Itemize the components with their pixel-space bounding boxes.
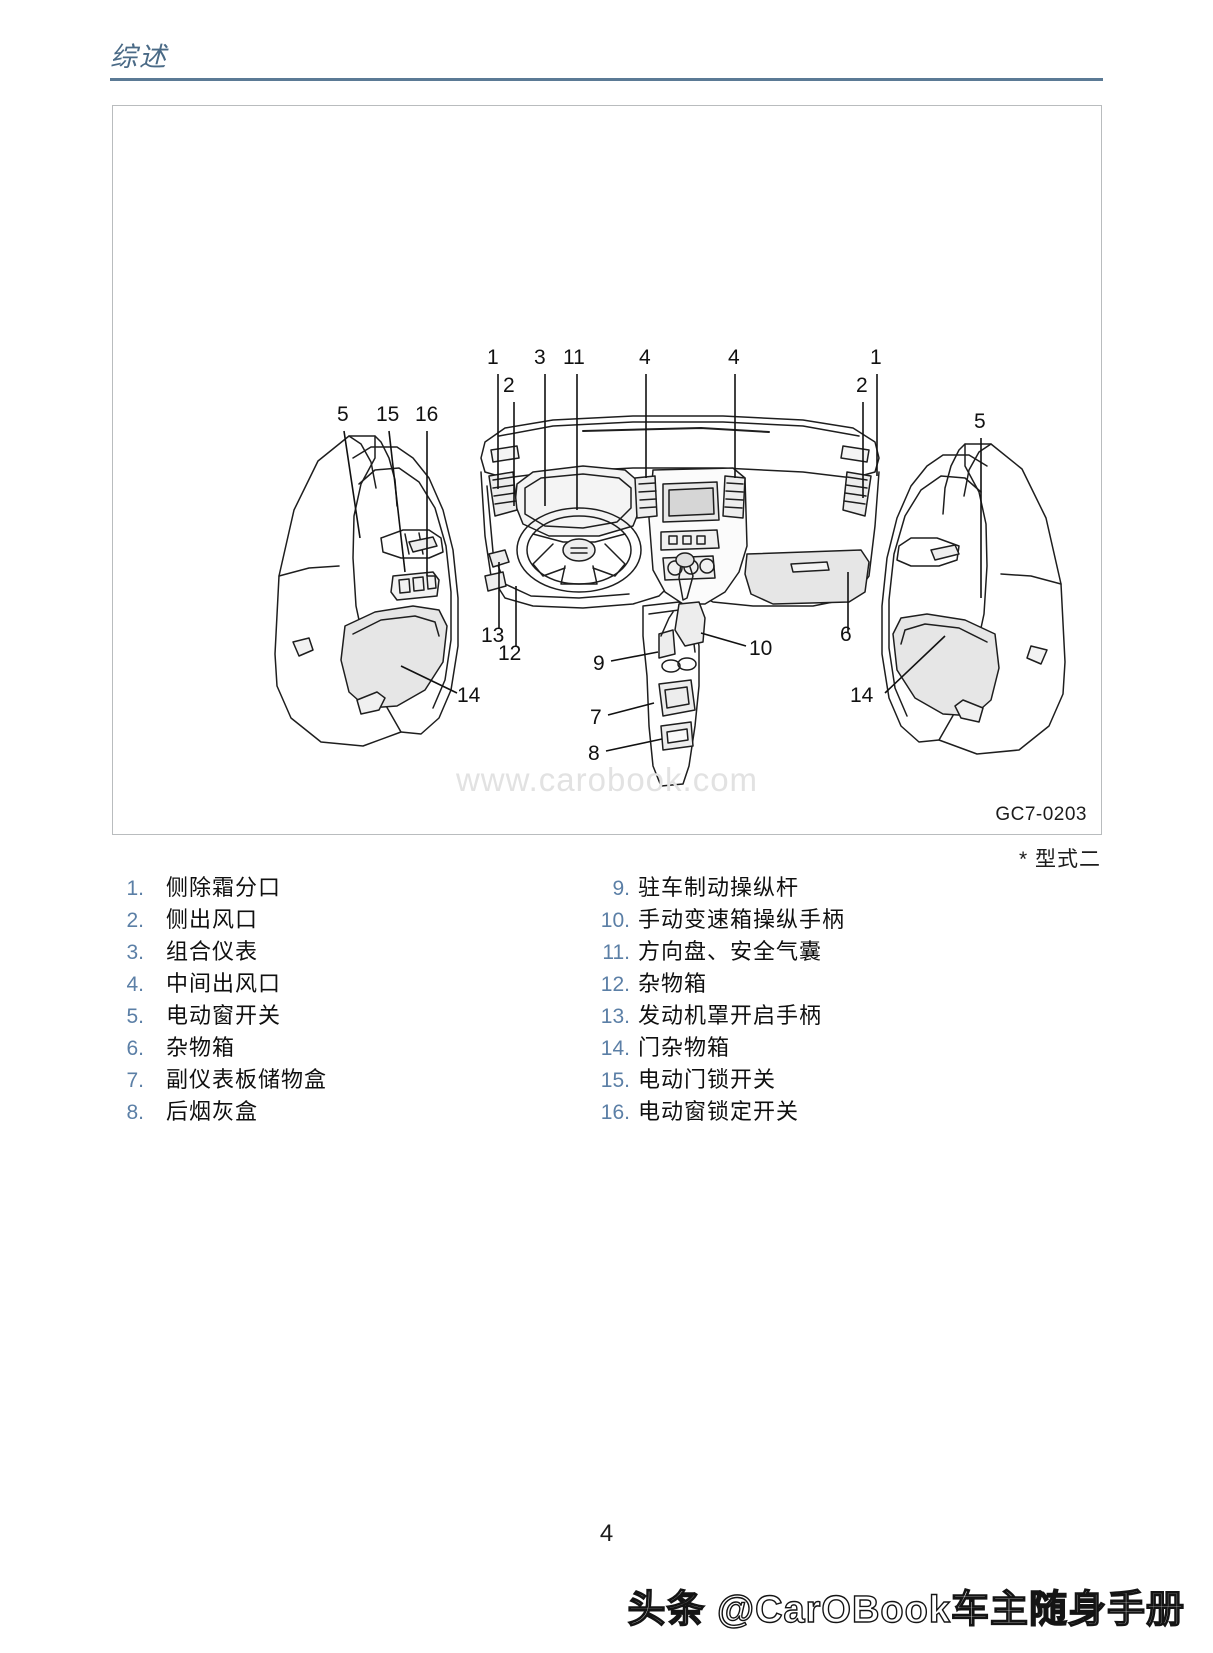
list-item: 12. 杂物箱 bbox=[590, 968, 1070, 1000]
page-header: 综述 bbox=[110, 40, 1103, 81]
list-item: 7. 副仪表板储物盒 bbox=[110, 1064, 590, 1096]
list-item: 1. 侧除霜分口 bbox=[110, 872, 590, 904]
legend-list: 1. 侧除霜分口 2. 侧出风口 3. 组合仪表 4. 中间出风口 5. 电动窗… bbox=[110, 872, 1110, 1128]
callout-leader-lines bbox=[343, 374, 982, 752]
callout-label: 14 bbox=[850, 684, 874, 707]
list-item: 16. 电动窗锁定开关 bbox=[590, 1096, 1070, 1128]
legend-number: 6. bbox=[126, 1037, 144, 1060]
list-item: 6. 杂物箱 bbox=[110, 1032, 590, 1064]
callout-label: 3 bbox=[534, 346, 546, 369]
legend-label: 驻车制动操纵杆 bbox=[638, 875, 800, 900]
legend-label: 电动门锁开关 bbox=[638, 1067, 777, 1092]
legend-label: 手动变速箱操纵手柄 bbox=[638, 907, 846, 932]
callout-label: 9 bbox=[593, 652, 605, 675]
legend-label: 后烟灰盒 bbox=[166, 1099, 259, 1124]
list-item: 2. 侧出风口 bbox=[110, 904, 590, 936]
legend-column-right: 9. 驻车制动操纵杆 10. 手动变速箱操纵手柄 11. 方向盘、安全气囊 12… bbox=[590, 872, 1070, 1128]
list-item: 11. 方向盘、安全气囊 bbox=[590, 936, 1070, 968]
legend-number: 9. bbox=[612, 877, 630, 900]
legend-number: 8. bbox=[126, 1101, 144, 1124]
instrument-panel-illustration bbox=[480, 415, 880, 609]
center-console-illustration bbox=[642, 552, 706, 787]
legend-label: 电动窗锁定开关 bbox=[638, 1099, 800, 1124]
callout-label: 1 bbox=[487, 346, 499, 369]
legend-label: 侧出风口 bbox=[166, 907, 259, 932]
header-divider bbox=[110, 78, 1103, 81]
legend-label: 杂物箱 bbox=[166, 1035, 236, 1060]
callout-label: 11 bbox=[563, 346, 585, 369]
list-item: 3. 组合仪表 bbox=[110, 936, 590, 968]
list-item: 9. 驻车制动操纵杆 bbox=[590, 872, 1070, 904]
legend-column-left: 1. 侧除霜分口 2. 侧出风口 3. 组合仪表 4. 中间出风口 5. 电动窗… bbox=[110, 872, 590, 1128]
list-item: 15. 电动门锁开关 bbox=[590, 1064, 1070, 1096]
left-door-illustration bbox=[274, 435, 459, 747]
legend-number: 5. bbox=[126, 1005, 144, 1028]
legend-number: 1. bbox=[126, 877, 144, 900]
callout-label: 14 bbox=[457, 684, 481, 707]
legend-number: 3. bbox=[126, 941, 144, 964]
legend-number: 2. bbox=[126, 909, 144, 932]
callout-label: 4 bbox=[728, 346, 740, 369]
legend-number: 14. bbox=[600, 1037, 630, 1060]
callout-label: 12 bbox=[498, 642, 522, 665]
legend-label: 电动窗开关 bbox=[166, 1003, 282, 1028]
callout-label: 7 bbox=[590, 706, 602, 729]
legend-label: 方向盘、安全气囊 bbox=[638, 939, 823, 964]
callout-label: 4 bbox=[639, 346, 651, 369]
callout-label: 5 bbox=[337, 403, 349, 426]
variant-note: * 型式二 bbox=[1018, 848, 1101, 871]
legend-label: 组合仪表 bbox=[166, 939, 259, 964]
callout-label: 15 bbox=[376, 403, 400, 426]
legend-number: 16. bbox=[600, 1101, 630, 1124]
page-number: 4 bbox=[599, 1520, 614, 1547]
right-door-illustration bbox=[881, 443, 1066, 755]
list-item: 4. 中间出风口 bbox=[110, 968, 590, 1000]
figure-code: GC7-0203 bbox=[995, 804, 1087, 825]
legend-number: 13. bbox=[600, 1005, 630, 1028]
legend-label: 中间出风口 bbox=[166, 971, 282, 996]
legend-number: 10. bbox=[600, 909, 630, 932]
list-item: 10. 手动变速箱操纵手柄 bbox=[590, 904, 1070, 936]
callout-label: 2 bbox=[503, 374, 515, 397]
page-title: 综述 bbox=[110, 42, 168, 72]
footer-brand: 头条 @CarOBook车主随身手册 bbox=[627, 1588, 1185, 1631]
legend-number: 12. bbox=[600, 973, 630, 996]
legend-label: 发动机罩开启手柄 bbox=[638, 1003, 823, 1028]
legend-number: 7. bbox=[126, 1069, 144, 1092]
callout-label: 8 bbox=[588, 742, 600, 765]
list-item: 13. 发动机罩开启手柄 bbox=[590, 1000, 1070, 1032]
callout-label: 16 bbox=[415, 403, 439, 426]
dashboard-diagram bbox=[113, 106, 1101, 834]
callout-label: 13 bbox=[481, 624, 505, 647]
callout-label: 5 bbox=[974, 410, 986, 433]
legend-number: 15. bbox=[600, 1069, 630, 1092]
legend-label: 侧除霜分口 bbox=[166, 875, 282, 900]
legend-label: 门杂物箱 bbox=[638, 1035, 731, 1060]
list-item: 8. 后烟灰盒 bbox=[110, 1096, 590, 1128]
legend-label: 杂物箱 bbox=[638, 971, 708, 996]
callout-label: 6 bbox=[840, 623, 852, 646]
legend-number: 11. bbox=[602, 941, 630, 964]
legend-number: 4. bbox=[126, 973, 144, 996]
list-item: 5. 电动窗开关 bbox=[110, 1000, 590, 1032]
figure-panel: 1 2 3 11 4 4 1 2 5 15 16 5 13 12 9 7 8 1… bbox=[112, 105, 1102, 835]
callout-label: 1 bbox=[870, 346, 882, 369]
list-item: 14. 门杂物箱 bbox=[590, 1032, 1070, 1064]
legend-label: 副仪表板储物盒 bbox=[166, 1067, 328, 1092]
callout-label: 10 bbox=[749, 637, 773, 660]
callout-label: 2 bbox=[856, 374, 868, 397]
